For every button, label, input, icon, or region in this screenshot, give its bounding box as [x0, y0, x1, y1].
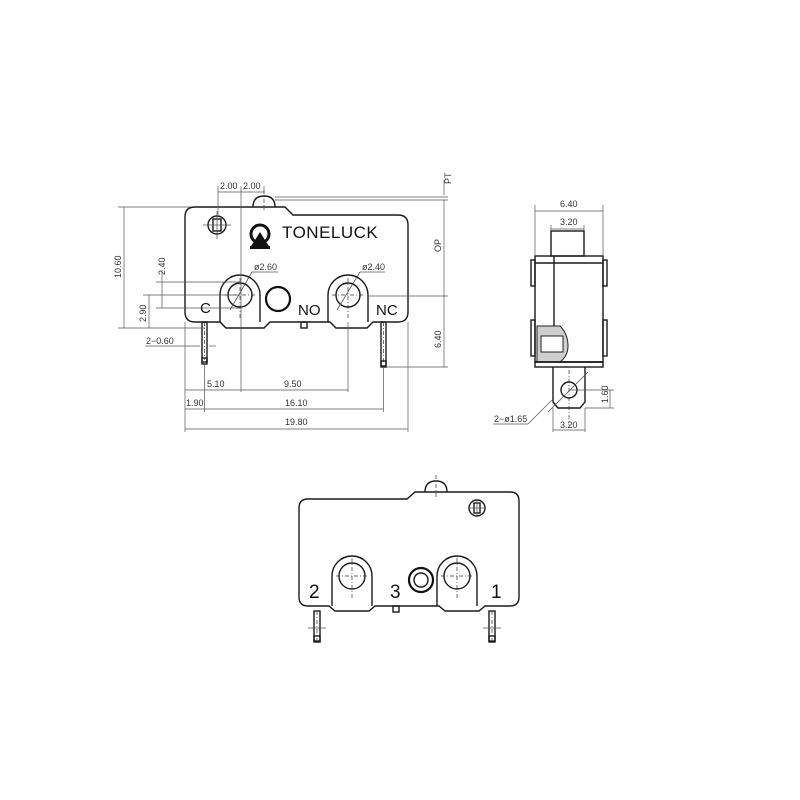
svg-text:6.40: 6.40	[433, 330, 443, 348]
svg-text:OP: OP	[433, 239, 443, 252]
svg-text:16.10: 16.10	[285, 398, 308, 408]
svg-text:19.80: 19.80	[285, 417, 308, 427]
svg-text:2.00: 2.00	[243, 181, 261, 191]
svg-text:2−ø1.65: 2−ø1.65	[494, 414, 527, 424]
front-body-outline	[184, 206, 409, 329]
pin-number-2: 2	[309, 582, 320, 603]
terminal-label-no: NO	[298, 302, 321, 319]
terminal-label-nc: NC	[376, 302, 398, 319]
svg-text:2.90: 2.90	[138, 304, 148, 322]
rear-view: 2 3 1	[298, 475, 520, 643]
svg-text:10.60: 10.60	[113, 255, 123, 278]
svg-text:5.10: 5.10	[207, 379, 225, 389]
svg-text:2.00: 2.00	[220, 181, 238, 191]
rear-pin-right	[483, 610, 501, 643]
svg-text:PT: PT	[443, 172, 453, 184]
svg-text:3.20: 3.20	[560, 420, 578, 430]
svg-text:2−0.60: 2−0.60	[146, 336, 174, 346]
rear-plunger-ring	[407, 566, 435, 594]
pin-number-1: 1	[491, 582, 502, 603]
rear-hole-right	[436, 555, 478, 606]
rear-pin-left	[308, 610, 326, 643]
plunger-circle	[264, 285, 292, 313]
svg-text:ø2.40: ø2.40	[362, 262, 385, 272]
rear-notch	[392, 605, 400, 613]
side-view: 6.40 3.20 1.60 3.20 2−ø1.65	[493, 199, 614, 432]
side-actuator	[550, 230, 585, 257]
terminal-label-c: C	[200, 300, 211, 317]
mount-hole-right	[327, 271, 369, 322]
svg-text:1.60: 1.60	[600, 385, 610, 403]
screw-icon	[203, 211, 231, 239]
svg-text:2.40: 2.40	[157, 257, 167, 275]
pin-right	[380, 321, 387, 368]
rear-hole-left	[331, 555, 373, 606]
toneluck-logo-icon	[249, 223, 271, 249]
svg-text:ø2.60: ø2.60	[254, 262, 277, 272]
brand-name: TONELUCK	[282, 223, 378, 242]
pin-number-3: 3	[390, 582, 401, 603]
svg-text:3.20: 3.20	[560, 217, 578, 227]
rear-body-outline	[298, 491, 520, 612]
mount-hole-left	[219, 271, 261, 322]
front-view: TONELUCK C NO NC	[113, 172, 453, 432]
rear-screw-icon	[468, 499, 486, 517]
svg-text:9.50: 9.50	[284, 379, 302, 389]
svg-text:1.90: 1.90	[186, 398, 204, 408]
front-dimensions: 2.00 2.00 PT OP 6.40 10.60 2.40 2.9	[113, 172, 453, 432]
bottom-notch	[300, 321, 308, 329]
svg-text:6.40: 6.40	[560, 199, 578, 209]
